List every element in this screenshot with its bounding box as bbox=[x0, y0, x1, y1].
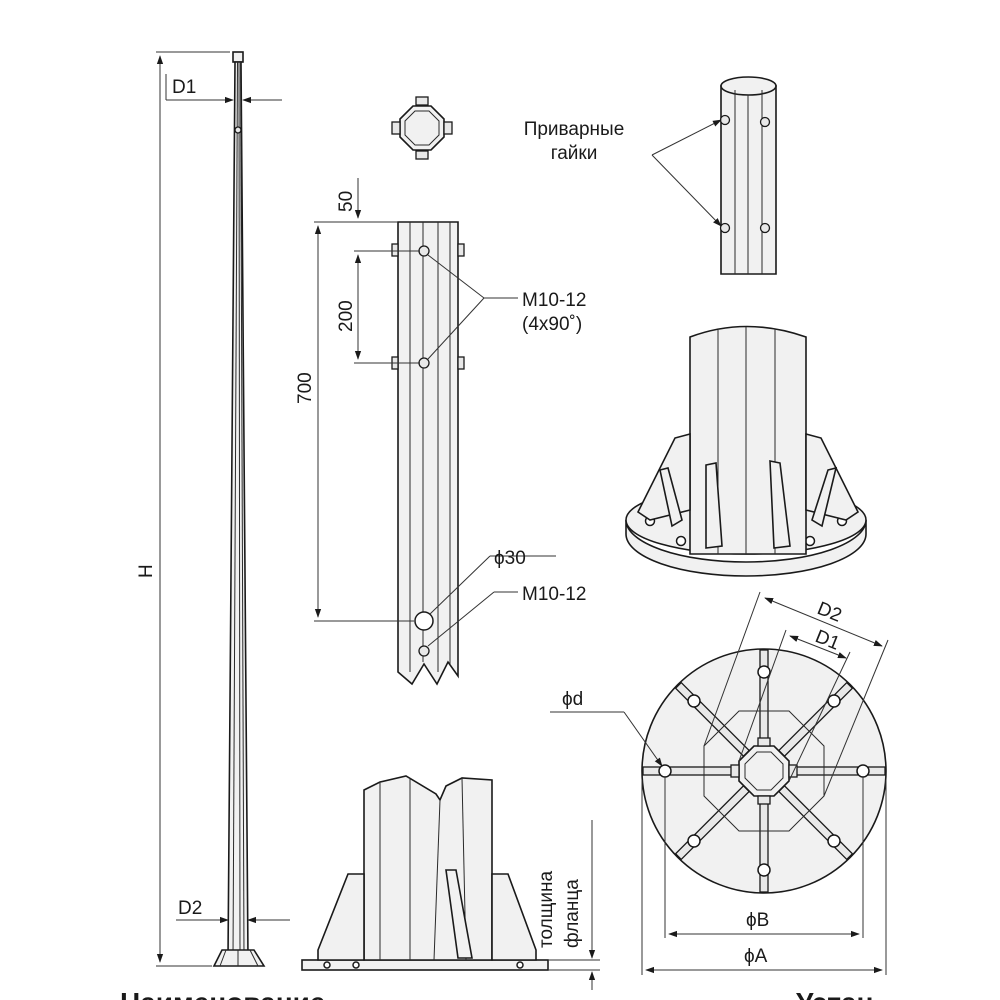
label-200: 200 bbox=[336, 300, 357, 332]
label-h: H bbox=[136, 564, 157, 578]
flange-plan-view bbox=[550, 591, 889, 975]
base-side-view bbox=[301, 775, 600, 990]
pole-elevation bbox=[156, 51, 290, 967]
label-m10-12: M10-12 bbox=[522, 584, 586, 605]
welded-nuts-detail bbox=[651, 76, 777, 275]
label-700: 700 bbox=[295, 372, 316, 404]
label-d2-pole: D2 bbox=[178, 898, 202, 919]
caption-right: Устан bbox=[796, 987, 873, 1000]
label-d1-pole: D1 bbox=[172, 77, 196, 98]
pole-cross-section bbox=[391, 96, 453, 160]
label-diam-d: ϕd bbox=[562, 689, 583, 710]
pole-fragment bbox=[314, 178, 556, 686]
label-d1-flange: D1 bbox=[812, 626, 842, 655]
label-50: 50 bbox=[336, 191, 357, 212]
caption-left: Наименование bbox=[120, 987, 325, 1000]
label-diam-a: ϕA bbox=[744, 946, 768, 967]
label-diam-30: ϕ30 bbox=[494, 548, 526, 569]
label-diam-b: ϕB bbox=[746, 910, 769, 931]
base-3d-view bbox=[625, 325, 867, 577]
label-d2-flange: D2 bbox=[814, 598, 844, 627]
label-m10-12-4x90: M10-12(4x90˚) bbox=[522, 290, 586, 335]
